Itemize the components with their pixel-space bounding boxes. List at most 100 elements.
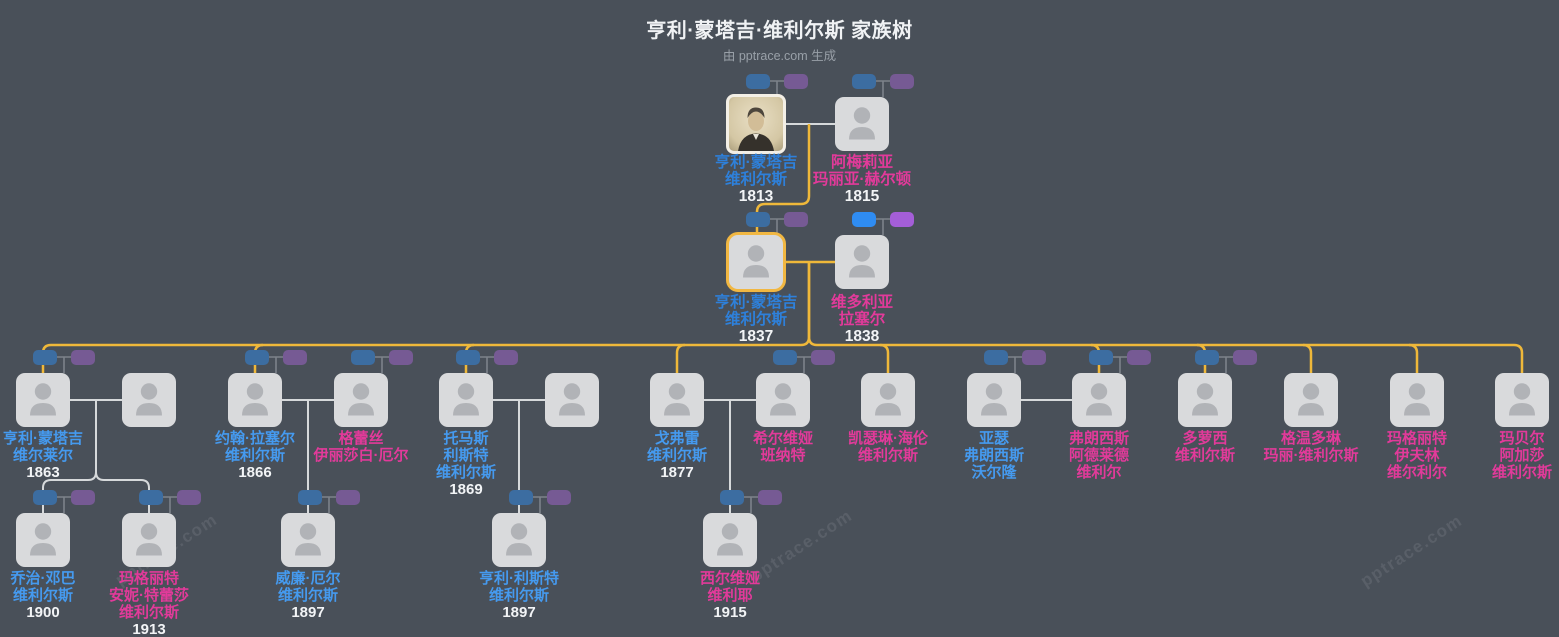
person-name-line: 阿梅莉亚 (830, 154, 893, 171)
person-name-line: 约翰·拉塞尔 (215, 430, 295, 447)
person-card[interactable] (1495, 373, 1549, 427)
person-name: 凯瑟琳·海伦维利尔斯 (818, 430, 958, 464)
avatar-placeholder-icon (30, 523, 56, 556)
parent-male-icon[interactable] (852, 74, 876, 89)
parent-male-icon[interactable] (351, 350, 375, 365)
person-card[interactable] (492, 513, 546, 567)
person-name-line: 玛丽亚·赫尔顿 (812, 171, 912, 188)
parent-female-icon[interactable] (177, 490, 201, 505)
avatar-placeholder-icon (559, 383, 585, 416)
person-card-photo[interactable] (726, 94, 786, 154)
person-card[interactable] (835, 97, 889, 151)
bloodline-gen1-to-root (755, 124, 811, 235)
person-card[interactable] (122, 373, 176, 427)
parent-male-icon[interactable] (1195, 350, 1219, 365)
person-name-line: 维利尔斯 (1174, 447, 1235, 464)
person-card[interactable] (1072, 373, 1126, 427)
parent-female-icon[interactable] (784, 212, 808, 227)
parent-female-icon[interactable] (1233, 350, 1257, 365)
parent-female-icon[interactable] (1127, 350, 1151, 365)
avatar-placeholder-icon (453, 383, 479, 416)
parent-male-icon[interactable] (509, 490, 533, 505)
person-name-line: 维利尔斯 (724, 171, 787, 188)
person-name-line: 维利耶 (707, 587, 753, 604)
parent-female-icon[interactable] (283, 350, 307, 365)
person-name-line: 亨利·利斯特 (479, 570, 559, 587)
parent-male-icon[interactable] (139, 490, 163, 505)
parent-female-icon[interactable] (336, 490, 360, 505)
person-birth-year: 1915 (713, 604, 747, 621)
person-name-line: 维利尔斯 (646, 447, 707, 464)
person-card[interactable] (1284, 373, 1338, 427)
person-birth-year: 1815 (844, 188, 880, 205)
parent-female-icon[interactable] (71, 490, 95, 505)
person-card[interactable] (861, 373, 915, 427)
person-card[interactable] (439, 373, 493, 427)
pair-stubs-gen3 (56, 356, 1234, 373)
person-card[interactable] (228, 373, 282, 427)
parent-male-icon[interactable] (746, 212, 770, 227)
person-name-line: 多萝西 (1182, 430, 1228, 447)
parent-male-icon[interactable] (245, 350, 269, 365)
person-card[interactable] (545, 373, 599, 427)
parent-female-icon[interactable] (494, 350, 518, 365)
avatar-placeholder-icon (717, 523, 743, 556)
parent-male-icon[interactable] (33, 350, 57, 365)
person-card[interactable] (650, 373, 704, 427)
parent-male-icon[interactable] (746, 74, 770, 89)
person-birth-year: 1897 (291, 604, 325, 621)
parent-male-icon[interactable] (852, 212, 876, 227)
pair-stubs-gen2 (769, 218, 891, 235)
person-name: 格温多琳玛丽·维利尔斯 (1241, 430, 1381, 464)
parent-female-icon[interactable] (1022, 350, 1046, 365)
person-name-line: 维利尔斯 (224, 447, 285, 464)
parent-male-icon[interactable] (984, 350, 1008, 365)
person-name-line: 玛丽·维利尔斯 (1263, 447, 1359, 464)
person-card[interactable] (703, 513, 757, 567)
avatar-placeholder-icon (242, 383, 268, 416)
person-name-line: 维尔利尔 (1386, 464, 1447, 481)
parent-male-icon[interactable] (773, 350, 797, 365)
parent-male-icon[interactable] (298, 490, 322, 505)
person-card[interactable] (967, 373, 1021, 427)
parent-female-icon[interactable] (547, 490, 571, 505)
avatar-placeholder-icon (1298, 383, 1324, 416)
bloodline-child-drops (253, 343, 1419, 373)
parent-male-icon[interactable] (33, 490, 57, 505)
avatar-placeholder-icon (348, 383, 374, 416)
avatar-placeholder-icon (664, 383, 690, 416)
person-name-line: 亨利·蒙塔吉 (3, 430, 83, 447)
parent-male-icon[interactable] (456, 350, 480, 365)
person-card[interactable] (756, 373, 810, 427)
parent-female-icon[interactable] (389, 350, 413, 365)
person-card[interactable] (1390, 373, 1444, 427)
person-card[interactable] (16, 513, 70, 567)
person-card[interactable] (16, 373, 70, 427)
parent-female-icon[interactable] (890, 74, 914, 89)
parent-female-icon[interactable] (71, 350, 95, 365)
person-name-line: 维利尔斯 (277, 587, 338, 604)
parent-female-icon[interactable] (890, 212, 914, 227)
person-name: 格蕾丝伊丽莎白·厄尔 (291, 430, 431, 464)
person-name-line: 格蕾丝 (338, 430, 384, 447)
pair-stubs-gen1 (769, 80, 891, 97)
parent-male-icon[interactable] (720, 490, 744, 505)
person-card[interactable] (334, 373, 388, 427)
person-card-root[interactable] (726, 232, 786, 292)
person-card[interactable] (281, 513, 335, 567)
parent-female-icon[interactable] (811, 350, 835, 365)
person-card[interactable] (1178, 373, 1232, 427)
parent-male-icon[interactable] (1089, 350, 1113, 365)
person-card[interactable] (122, 513, 176, 567)
parent-female-icon[interactable] (758, 490, 782, 505)
avatar-placeholder-icon (1086, 383, 1112, 416)
parent-female-icon[interactable] (784, 74, 808, 89)
person-birth-year: 1813 (738, 188, 774, 205)
person-name-line: 维多利亚 (830, 294, 893, 311)
person-card[interactable] (835, 235, 889, 289)
person-name-line: 班纳特 (760, 447, 806, 464)
person-name-line: 利斯特 (443, 447, 489, 464)
